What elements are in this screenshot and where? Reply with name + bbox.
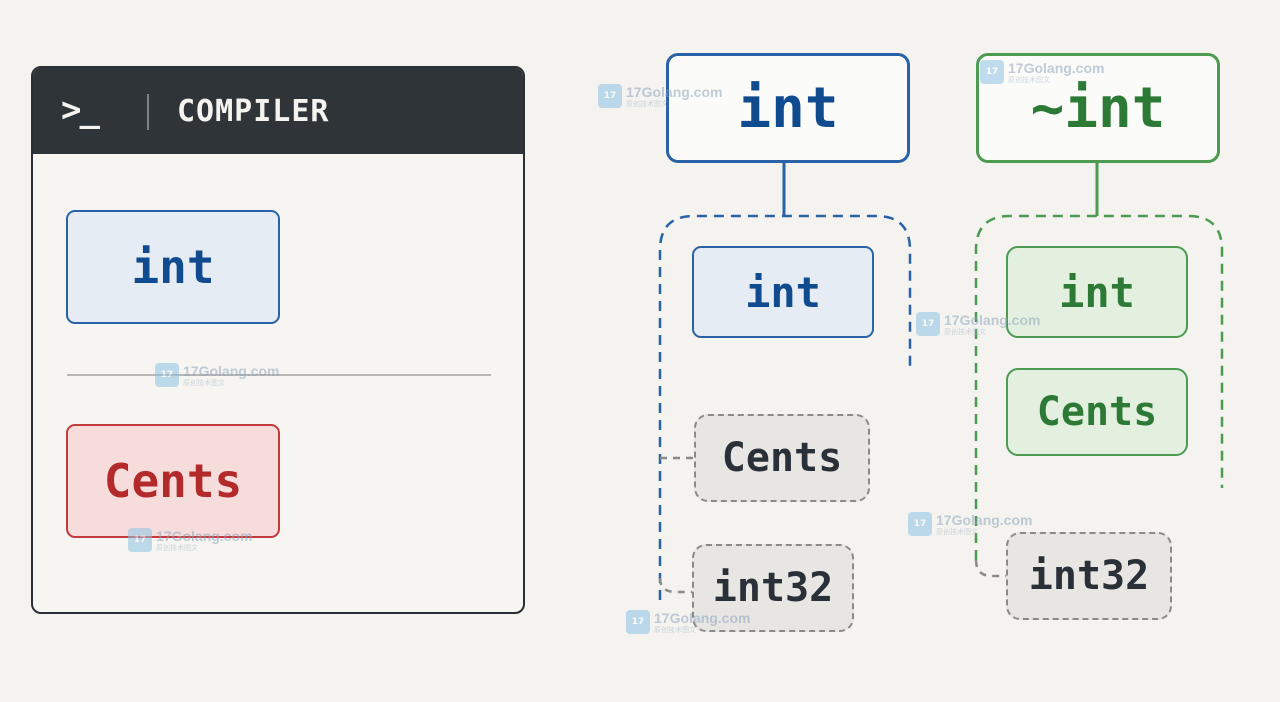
watermark-logo-icon: 17 — [626, 610, 650, 634]
approx-nonmember-int32: int32 — [1006, 532, 1172, 620]
watermark-logo-icon: 17 — [916, 312, 940, 336]
compiler-panel: >_ COMPILER int Cents — [31, 66, 525, 614]
header-separator — [147, 94, 149, 130]
exact-nonmember-int32: int32 — [692, 544, 854, 632]
approx-member-int: int — [1006, 246, 1188, 338]
watermark-logo-icon: 17 — [980, 60, 1004, 84]
watermark-logo-icon: 17 — [155, 363, 179, 387]
exact-nonmember-cents: Cents — [694, 414, 870, 502]
compiler-header: >_ COMPILER — [33, 68, 523, 154]
exact-member-int: int — [692, 246, 874, 338]
approx-tree-lines — [974, 162, 1224, 578]
exact-constraint-label: int — [666, 53, 910, 163]
compiler-title: COMPILER — [177, 94, 330, 129]
watermark-logo-icon: 17 — [128, 528, 152, 552]
accepted-type-box: int — [66, 210, 280, 324]
watermark-logo-icon: 17 — [908, 512, 932, 536]
approx-constraint-label: ~int — [976, 53, 1220, 163]
approx-member-cents: Cents — [1006, 368, 1188, 456]
rejected-type-box: Cents — [66, 424, 280, 538]
exact-tree-lines — [658, 162, 912, 600]
watermark-logo-icon: 17 — [598, 84, 622, 108]
compiler-divider — [67, 374, 491, 376]
terminal-prompt-icon: >_ — [61, 90, 100, 130]
